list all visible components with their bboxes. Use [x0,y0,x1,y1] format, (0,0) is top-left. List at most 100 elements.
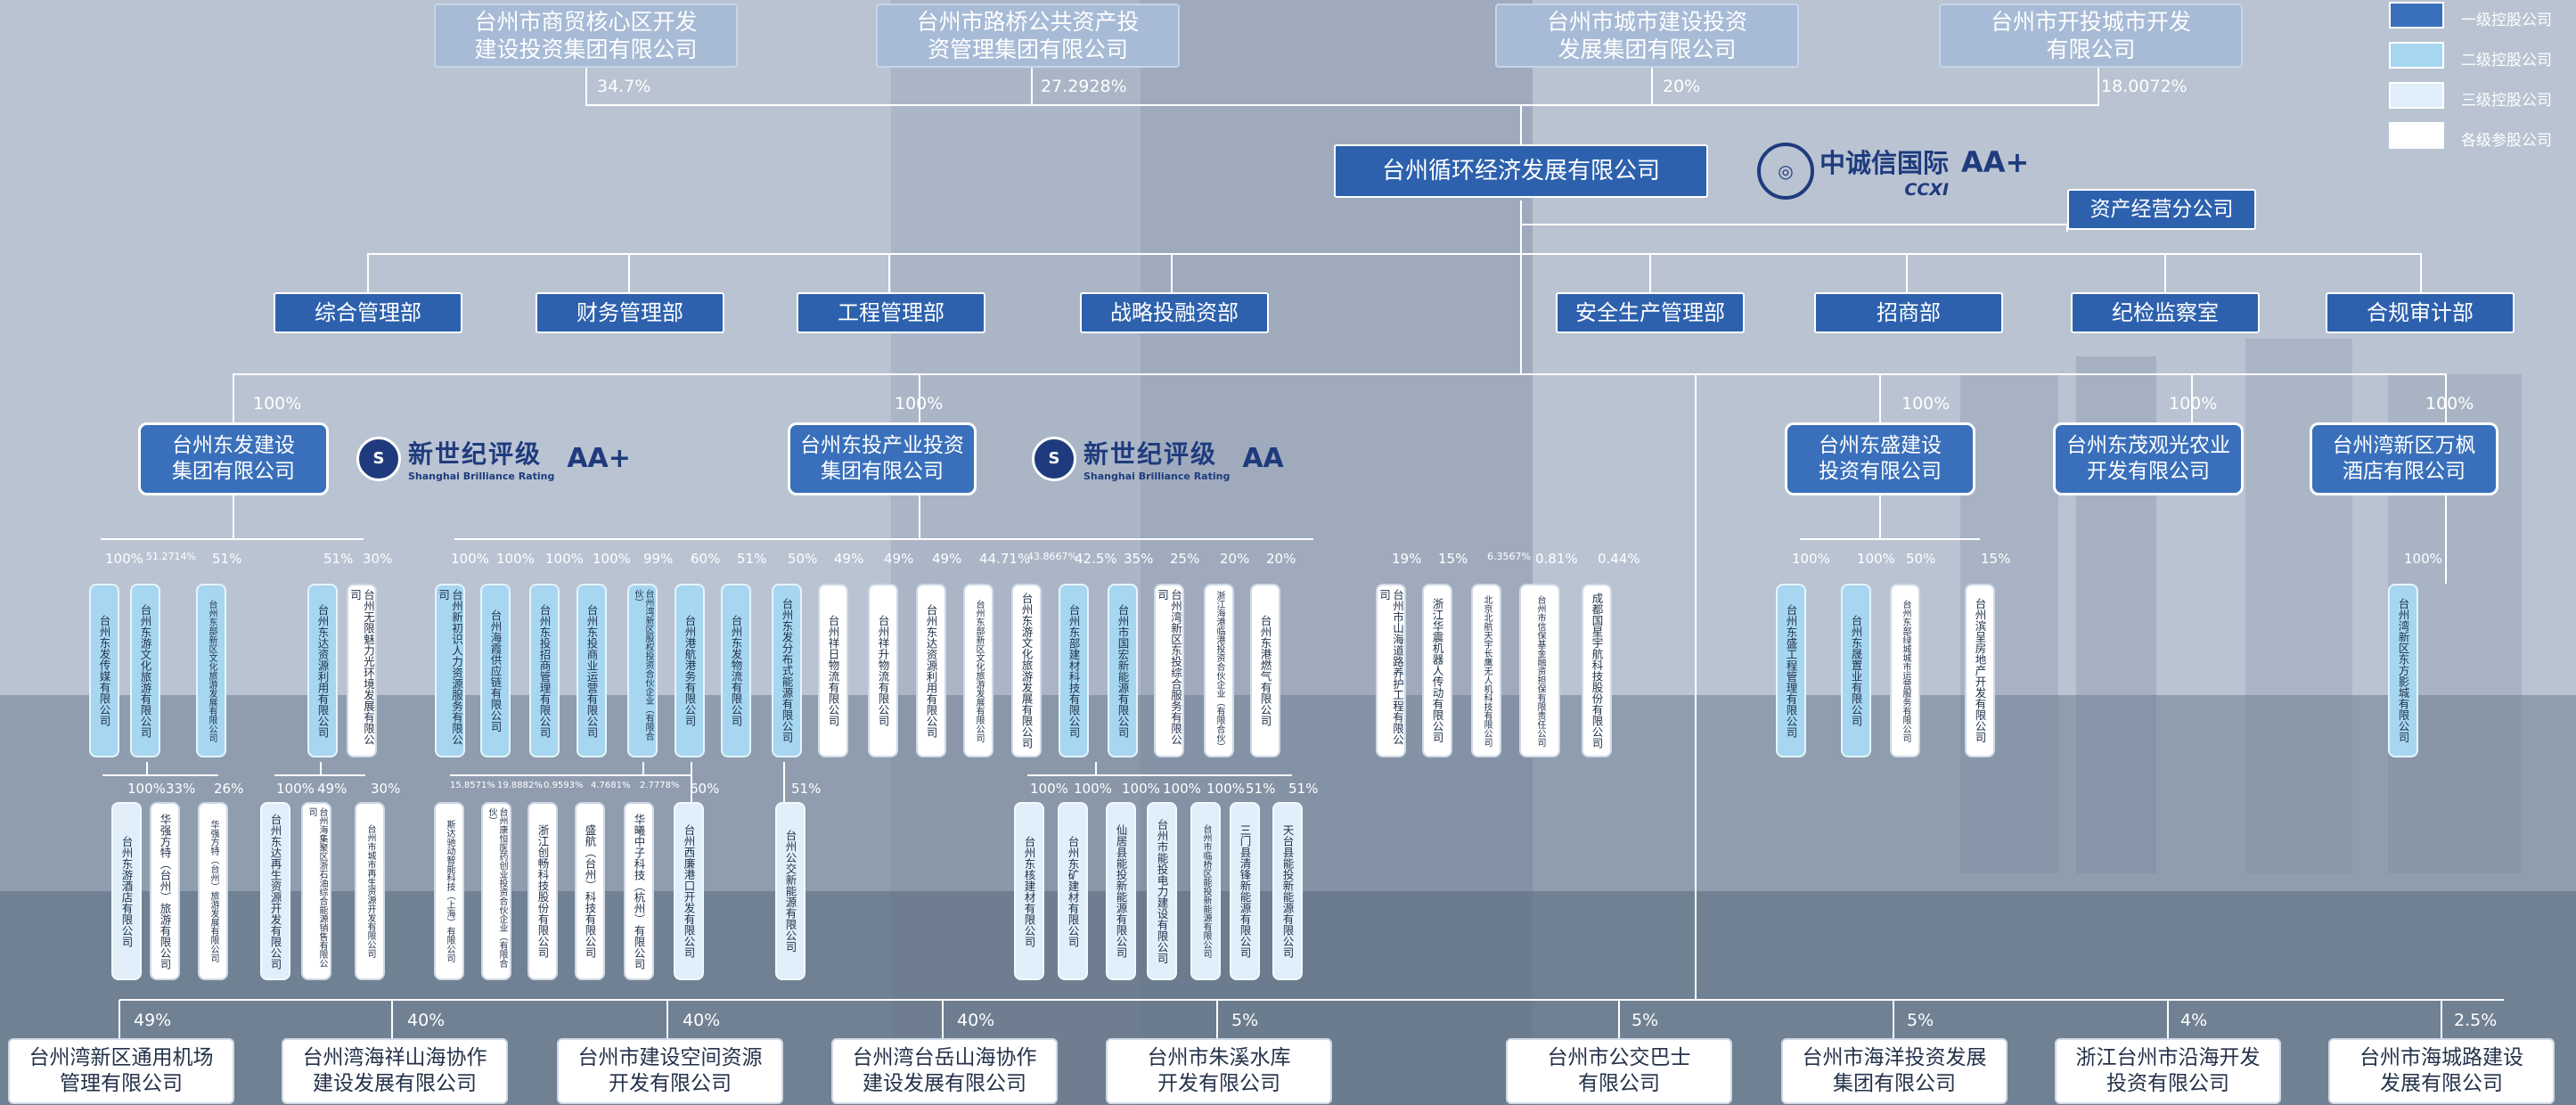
level2-company: 台州东发传媒有限公司 [89,584,119,757]
level3-company: 盛航（台州）科技有限公司 [575,802,605,980]
level2-company: 台州东部新区文化旅游发展有限公司 [196,584,226,757]
level1-pct: 100% [1901,394,1950,413]
level1-company: 台州东发建设 集团有限公司 [138,422,329,495]
level2-pct: 0.81% [1535,551,1578,567]
level2-pct: 100% [2404,551,2442,567]
shareholder-pct: 18.0072% [2101,77,2188,96]
level2-company: 浙江华震机器人传动有限公司 [1422,584,1452,757]
level2-company: 台州东部新区文化旅游发展有限公司 [963,584,994,757]
level1-pct: 100% [253,394,302,413]
branch-name: 资产经营分公司 [2089,197,2234,221]
level2-company: 台州湾新区东投综合服务有限公司 [1154,584,1184,757]
company-name: 台州市海城路建设 发展有限公司 [2359,1046,2523,1095]
level3-company: 台州东达再生资源开发有限公司 [260,802,290,980]
shareholder-name: 台州市开投城市开发 有限公司 [1990,8,2191,62]
company-name: 台州市建设空间资源 开发有限公司 [577,1046,763,1095]
ccxi-grade: AA+ [1961,145,2030,179]
level3-pct: 51% [1246,781,1276,797]
level2-pct: 20% [1220,551,1250,567]
participate-swatch [2389,122,2444,149]
branch-box: 资产经营分公司 [2067,189,2256,230]
level2-company: 台州东港燃气有限公司 [1250,584,1280,757]
bottom-pct: 5% [1631,1011,1659,1030]
level2-company: 台州东游文化旅游有限公司 [130,584,160,757]
level2-pct: 35% [1124,551,1154,567]
level2-company: 台州东晟置业有限公司 [1841,584,1871,757]
level3-pct: 4.7681% [591,781,631,790]
level2-pct: 100% [545,551,584,567]
level2-pct: 15% [1438,551,1468,567]
department-name: 战略投融资部 [1110,300,1239,325]
participate-company: 台州市海洋投资发展 集团有限公司 [1781,1038,2008,1104]
level2-company: 台州东部绿城城市运营服务有限公司 [1890,584,1920,757]
level3-pct: 30% [371,781,401,797]
department-name: 综合管理部 [315,300,421,325]
level2-pct: 43.8667% [1027,551,1077,562]
department-box: 战略投融资部 [1080,292,1269,333]
shareholder-box: 台州市路桥公共资产投 资管理集团有限公司 [876,4,1180,68]
shareholder-name: 台州市城市建设投资 发展集团有限公司 [1546,8,1747,62]
shareholder-name: 台州市商贸核心区开发 建设投资集团有限公司 [474,8,698,62]
department-name: 财务管理部 [577,300,683,325]
shareholder-box: 台州市商贸核心区开发 建设投资集团有限公司 [434,4,738,68]
company-name: 台州市公交巴士 有限公司 [1547,1046,1691,1095]
company-name: 台州循环经济发展有限公司 [1381,157,1660,184]
level3-pct: 100% [276,781,315,797]
level2-company: 台州新初识人力资源服务有限公司 [435,584,465,757]
department-name: 安全生产管理部 [1575,300,1725,325]
level3-company: 仙居县能投新能源有限公司 [1106,802,1136,980]
company-name: 台州湾台岳山海协作 建设发展有限公司 [852,1046,1037,1095]
level3-company: 台州公交新能源有限公司 [775,802,806,980]
level2-company: 台州东投商业运营有限公司 [577,584,607,757]
participate-company: 台州湾台岳山海协作 建设发展有限公司 [831,1038,1058,1104]
bottom-pct: 49% [134,1011,172,1030]
company-name: 台州市朱溪水库 开发有限公司 [1147,1046,1291,1095]
legend-label: 三级控股公司 [2461,92,2552,110]
level2-pct: 60% [691,551,721,567]
level1-pct: 100% [2169,394,2218,413]
level2-pct: 49% [932,551,962,567]
participate-company: 浙江台州市沿海开发 投资有限公司 [2055,1038,2281,1104]
department-box: 工程管理部 [797,292,985,333]
level2-pct: 49% [884,551,914,567]
level2-swatch [2389,42,2444,69]
shareholder-pct: 34.7% [597,77,651,96]
level2-pct: 51.2714% [146,551,196,562]
level1-company: 台州湾新区万枫 酒店有限公司 [2310,422,2498,495]
level2-company: 台州无限魅力光环境发展有限公司 [347,584,377,757]
level2-pct: 49% [834,551,864,567]
level3-company: 台州东矿建材有限公司 [1058,802,1088,980]
level3-company: 华曦中子科技（杭州）有限公司 [624,802,654,980]
level2-company: 台州港航港务有限公司 [675,584,705,757]
level3-company: 浙江创畅科技股份有限公司 [527,802,558,980]
company-name: 台州东投产业投资 集团有限公司 [800,434,964,483]
level2-pct: 6.3567% [1487,551,1531,562]
level2-company: 台州东发分布式能源有限公司 [772,584,802,757]
level2-company: 台州祥升物流有限公司 [868,584,898,757]
level3-company: 台州市城市再生资源开发有限公司 [355,802,385,980]
bottom-pct: 4% [2180,1011,2208,1030]
level2-pct: 100% [593,551,631,567]
level2-pct: 100% [1857,551,1895,567]
level3-pct: 2.7778% [640,781,680,790]
level3-company: 斯达驰动智能科技（上海）有限公司 [434,802,464,980]
bottom-pct: 40% [957,1011,995,1030]
level2-pct: 100% [496,551,535,567]
level3-pct: 100% [127,781,166,797]
level2-company: 成都国星宇航科技股份有限公司 [1582,584,1612,757]
bottom-pct: 5% [1907,1011,1934,1030]
department-box: 综合管理部 [274,292,462,333]
level2-pct: 19% [1392,551,1422,567]
level2-pct: 20% [1266,551,1296,567]
level2-company: 台州市信保基金融资担保有限责任公司 [1519,584,1560,757]
brilliance-seal-icon: S [356,436,401,481]
level1-pct: 100% [895,394,944,413]
level2-pct: 50% [788,551,818,567]
level2-company: 台州滨呈房地产开发有限公司 [1965,584,1995,757]
department-box: 纪检监察室 [2071,292,2260,333]
participate-company: 台州市建设空间资源 开发有限公司 [557,1038,783,1104]
participate-company: 台州市公交巴士 有限公司 [1506,1038,1732,1104]
department-name: 纪检监察室 [2112,300,2219,325]
